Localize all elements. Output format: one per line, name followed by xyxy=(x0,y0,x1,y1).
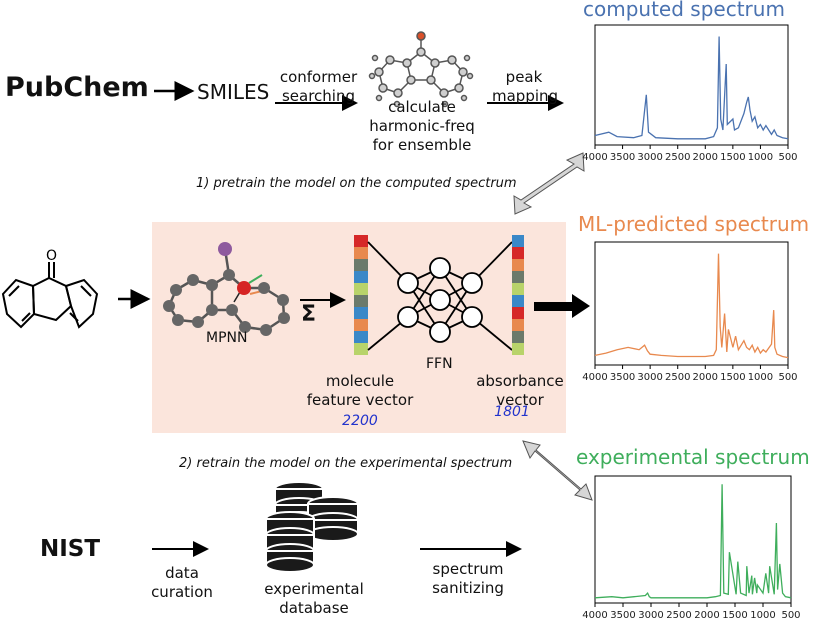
data-curation-line-1: data xyxy=(165,564,199,582)
x-tick-label: 2000 xyxy=(694,610,719,621)
calculate-label: calculate harmonic-freq for ensemble xyxy=(362,98,482,155)
x-tick-label: 3500 xyxy=(610,152,635,163)
mpnn-label: MPNN xyxy=(206,330,248,346)
x-tick-label: 1000 xyxy=(750,610,775,621)
data-curation-line-2: curation xyxy=(151,583,213,601)
spectrum-line xyxy=(594,253,789,359)
molecule-vector-line-2: feature vector xyxy=(306,391,414,409)
calculate-line-2: harmonic-freq xyxy=(369,117,475,135)
spectrum-line xyxy=(594,484,792,599)
chart-frame xyxy=(594,241,789,366)
x-tick-label: 2000 xyxy=(693,372,718,383)
peak-label: peak mapping xyxy=(492,68,559,106)
sigma-symbol: Σ xyxy=(301,302,317,327)
database-label: experimental database xyxy=(254,580,374,618)
x-tick-label: 500 xyxy=(778,372,797,383)
experimental-spectrum-title: experimental spectrum xyxy=(576,445,810,469)
spectrum-line xyxy=(594,36,789,140)
x-tick-label: 2500 xyxy=(665,152,690,163)
ffn-label: FFN xyxy=(426,356,453,372)
conformer-line-2: searching xyxy=(281,87,356,105)
x-tick-label: 500 xyxy=(778,152,797,163)
oxygen-atom-label: O xyxy=(46,248,57,264)
x-tick-label: 3000 xyxy=(638,610,663,621)
database-line-2: database xyxy=(279,599,349,617)
nist-label: NIST xyxy=(40,536,101,562)
x-tick-label: 2500 xyxy=(666,610,691,621)
x-tick-label: 1000 xyxy=(748,152,773,163)
absorbance-vector-label: absorbance vector xyxy=(470,372,570,410)
conformer-line-1: conformer xyxy=(279,68,358,86)
molecule-vector-label: molecule feature vector xyxy=(300,372,420,410)
arrow-to-predicted xyxy=(534,294,590,318)
absorbance-vector-line-2: vector xyxy=(496,391,544,409)
predicted-spectrum-title: ML-predicted spectrum xyxy=(578,212,810,236)
database-icon xyxy=(265,481,359,573)
double-arrow-retrain xyxy=(522,440,593,501)
x-tick-label: 1500 xyxy=(722,610,747,621)
molecule-vector-line-1: molecule xyxy=(325,372,395,390)
pretrain-caption: 1) pretrain the model on the computed sp… xyxy=(196,176,517,191)
mpnn-graph-icon xyxy=(163,242,290,336)
x-tick-label: 1500 xyxy=(720,372,745,383)
double-arrow-pretrain xyxy=(513,152,585,215)
x-tick-label: 3000 xyxy=(637,152,662,163)
x-tick-label: 4000 xyxy=(582,610,607,621)
sanitizing-line-2: sanitizing xyxy=(432,579,504,597)
x-tick-label: 3500 xyxy=(610,610,635,621)
ensemble-molecule-icon xyxy=(368,31,474,108)
peak-line-2: mapping xyxy=(492,87,559,105)
smiles-label: SMILES xyxy=(197,80,270,104)
chart-frame xyxy=(594,24,789,146)
absorbance-vector xyxy=(512,235,524,355)
retrain-caption: 2) retrain the model on the experimental… xyxy=(179,456,513,471)
x-tick-label: 3000 xyxy=(637,372,662,383)
fluorenone-structure-icon xyxy=(1,262,99,329)
x-tick-label: 2500 xyxy=(665,372,690,383)
x-tick-label: 1000 xyxy=(748,372,773,383)
calculate-line-3: for ensemble xyxy=(372,136,472,154)
ffn-network-icon xyxy=(367,241,513,351)
x-tick-label: 4000 xyxy=(582,152,607,163)
peak-line-1: peak xyxy=(505,68,543,86)
computed-spectrum-title: computed spectrum xyxy=(583,0,785,21)
calculate-line-1: calculate xyxy=(388,98,456,116)
molecule-dim: 2200 xyxy=(342,413,378,429)
database-line-1: experimental xyxy=(264,580,364,598)
x-tick-label: 4000 xyxy=(582,372,607,383)
absorbance-dim: 1801 xyxy=(494,404,530,420)
absorbance-vector-line-1: absorbance xyxy=(476,372,564,390)
pubchem-label: PubChem xyxy=(5,72,149,103)
conformer-label: conformer searching xyxy=(276,68,361,106)
x-tick-label: 2000 xyxy=(693,152,718,163)
data-curation-label: data curation xyxy=(148,564,216,602)
x-tick-label: 1500 xyxy=(720,152,745,163)
molecule-feature-vector xyxy=(354,235,368,355)
sanitizing-line-1: spectrum xyxy=(432,560,504,578)
x-tick-label: 500 xyxy=(781,610,800,621)
chart-frame xyxy=(594,475,792,604)
x-tick-label: 3500 xyxy=(610,372,635,383)
sanitizing-label: spectrum sanitizing xyxy=(418,560,518,598)
